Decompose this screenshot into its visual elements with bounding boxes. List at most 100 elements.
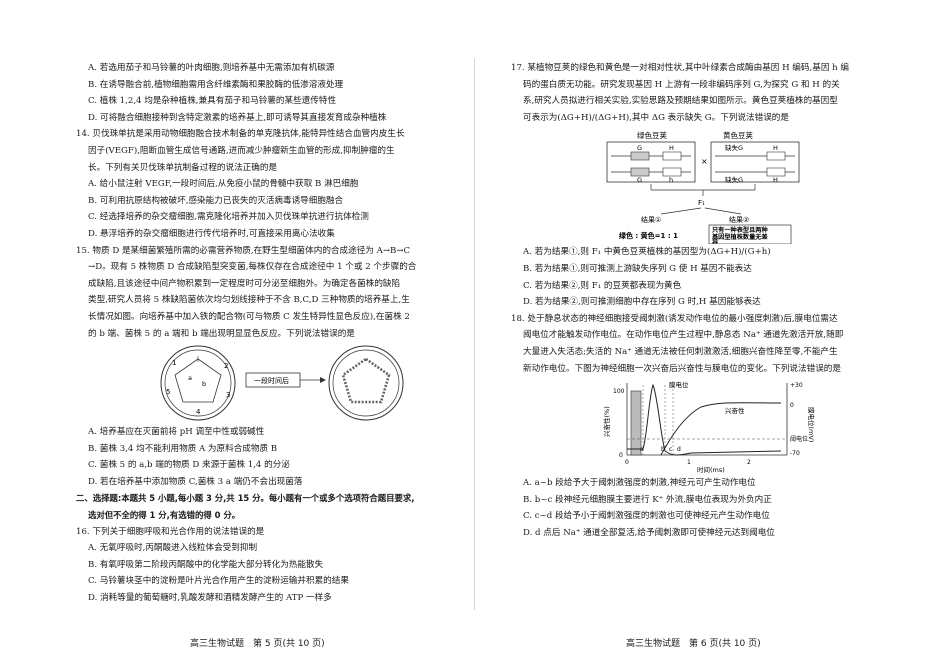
x-axis-label: 时间(ms) — [697, 465, 725, 474]
strain-label-5: 5 — [166, 388, 170, 396]
q15-stem-line3: 成缺陷,且该途径中间产物积累到一定程度时可分泌至细胞外。为确定各菌株的缺陷 — [88, 278, 401, 289]
yellow-pod-title: 黄色豆荚 — [723, 130, 753, 140]
q15-stem-line5: 长情况如图。向培养基中加入铁的配合物(可与物质 C 发生特异性显色反应),在菌株… — [88, 311, 410, 322]
excitability-bar — [630, 390, 642, 456]
strain-label-1: 1 — [172, 359, 176, 367]
yellow-missing-G-bottom: 缺失G — [725, 175, 743, 184]
right-column: 17. 某植物豆荚的绿色和黄色是一对相对性状,其中叶绿素合成酶由基因 H 编码,… — [511, 60, 887, 542]
q18-option-a: A. a~b 段给予大于阈刺激强度的刺激,神经元可产生动作电位 — [523, 478, 756, 489]
result2-line1: 只有一种表型且两种 — [712, 226, 768, 234]
left-column: A. 若选用茄子和马铃薯的叶肉细胞,则培养基中无需添加有机碳源 B. 在诱导融合… — [76, 60, 448, 607]
q16-option-d: D. 消耗等量的葡萄糖时,乳酸发酵和酒精发酵产生的 ATP 一样多 — [88, 593, 332, 604]
end-label-b: b — [202, 380, 206, 388]
yellow-gene-H-top: H — [773, 144, 778, 152]
section2-heading-line1: 二、选择题:本题共 5 小题,每小题 3 分,共 15 分。每小题有一个或多个选… — [76, 493, 415, 504]
green-pod-title: 绿色豆荚 — [637, 130, 667, 140]
x-tick-1: 1 — [687, 459, 691, 466]
membrane-potential-curve — [627, 383, 782, 456]
q18-option-d: D. d 点后 Na⁺ 通道全部复活,给予阈刺激即可使神经元达到阈电位 — [523, 527, 775, 538]
q16-option-b: B. 有氧呼吸第二阶段丙酮酸中的化学能大部分转化为热能散失 — [88, 559, 324, 570]
green-gene-G-bottom: G — [637, 176, 642, 184]
page-footer-left: 高三生物试题 第 5 页(共 10 页) — [190, 639, 325, 649]
result2-label: 结果② — [729, 215, 749, 224]
q17-cross-figure: 绿色豆荚 黄色豆荚 G H G h × 缺失G H 缺失G H F₁ 结果① — [606, 130, 800, 245]
arrow-label: 一段时间后 — [254, 376, 289, 385]
page-footer-right: 高三生物试题 第 6 页(共 10 页) — [626, 639, 761, 649]
ratio-text: 绿色 : 黄色=1 : 1 — [619, 231, 678, 240]
point-c: c — [669, 446, 672, 453]
q14-option-d: D. 悬浮培养的杂交瘤细胞进行传代培养时,可直接采用离心法收集 — [88, 228, 335, 239]
q13-option-c: C. 植株 1,2,4 均是杂种植株,兼具有茄子和马铃薯的某些遗传特性 — [88, 96, 337, 107]
point-b: b — [661, 446, 665, 453]
q15-option-a: A. 培养基应在灭菌前将 pH 调至中性或弱碱性 — [88, 427, 265, 438]
right-tick-threshold: 阈电位 — [790, 435, 808, 443]
column-divider — [474, 58, 475, 610]
q18-option-b: B. b~c 段神经元细胞膜主要进行 K⁺ 外流,膜电位表现为外负内正 — [523, 494, 772, 505]
q17-stem-line4: 可表示为(ΔG+H)/(ΔG+H),其中 ΔG 表示缺失 G。下列说法错误的是 — [523, 112, 789, 123]
q17-option-d: D. 若为结果②,则可推测细胞中存在序列 G 时,H 基因能够表达 — [523, 297, 761, 308]
green-gene-G-top: G — [637, 144, 642, 152]
point-d: d — [677, 446, 681, 453]
q15-stem-line4: 类型,研究人员将 5 株缺陷菌依次均匀划线接种于不含 B,C,D 三种物质的培养… — [88, 295, 410, 306]
left-axis-label: 兴奋性(%) — [602, 406, 611, 437]
result2-line2: 基因型植株数量无差 — [711, 233, 768, 241]
result1-label: 结果① — [641, 215, 661, 224]
q14-stem-line1: 14. 贝伐珠单抗是采用动物细胞融合技术制备的单克隆抗体,能特异性结合血管内皮生… — [76, 129, 405, 140]
q14-option-c: C. 经选择培养的杂交瘤细胞,需克隆化培养并加入贝伐珠单抗进行抗体检测 — [88, 212, 369, 223]
right-axis-label: 膜电位(mV) — [807, 407, 816, 442]
strain-label-4: 4 — [196, 408, 201, 416]
legend-membrane: 膜电位 — [669, 380, 689, 389]
x-tick-2: 2 — [747, 459, 751, 466]
q17-option-b: B. 若为结果①,则可推测上游缺失序列 G 使 H 基因不能表达 — [523, 263, 752, 274]
yellow-gene-H-bottom: H — [773, 176, 778, 184]
q17-stem-line1: 17. 某植物豆荚的绿色和黄色是一对相对性状,其中叶绿素合成酶由基因 H 编码,… — [511, 63, 850, 73]
green-gene-H: H — [669, 144, 674, 152]
q15-option-b: B. 菌株 3,4 均不能利用物质 A 为原料合成物质 B — [88, 443, 278, 454]
q17-stem-line3: 系,研究人员拟进行相关实验,实验思路及预期结果如图所示。黄色豆荚植株的基因型 — [523, 96, 838, 107]
left-tick-0: 0 — [619, 452, 623, 459]
q18-stem-line4: 新动作电位。下图为神经细胞一次兴奋后兴奋性与膜电位的变化。下列说法错误的是 — [523, 363, 841, 374]
petri-dish-after — [328, 345, 404, 421]
yellow-missing-G-top: 缺失G — [725, 143, 743, 152]
q18-stem-line1: 18. 处于静息状态的神经细胞接受阈刺激(诱发动作电位的最小强度刺激)后,膜电位… — [511, 313, 838, 324]
q16-option-a: A. 无氧呼吸时,丙酮酸进入线粒体会受到抑制 — [88, 543, 258, 554]
q15-option-c: C. 菌株 5 的 a,b 端的物质 D 来源于菌株 1,4 的分泌 — [88, 460, 290, 471]
left-tick-100: 100 — [613, 388, 625, 395]
q14-option-b: B. 可利用抗原结构被破坏,感染能力已丧失的灭活病毒诱导细胞融合 — [88, 195, 344, 206]
q15-option-d: D. 若在培养基中添加物质 C,菌株 3 a 端仍不会出现菌落 — [88, 476, 303, 487]
green-genotype-box — [606, 141, 696, 183]
right-tick-plus30: +30 — [790, 382, 803, 389]
q18-option-c: C. c~d 段给予小于阈刺激强度的刺激也可使神经元产生动作电位 — [523, 511, 770, 522]
q16-option-c: C. 马铃薯块茎中的淀粉是叶片光合作用产生的淀粉运输并积累的结果 — [88, 576, 349, 587]
q18-action-potential-figure: 兴奋性(%) 膜电位(mV) 100 0 +30 0 阈电位 -70 膜电位 兴… — [602, 380, 816, 474]
petri-dish-before — [160, 345, 236, 421]
excitability-curve — [660, 402, 782, 456]
q17-stem-line2: 码的蛋白质无功能。研究发现基因 H 上游有一段非编码序列 G,为探究 G 和 H… — [523, 79, 840, 90]
end-label-a: a — [188, 374, 192, 382]
green-gene-h: h — [669, 176, 673, 184]
right-tick-0: 0 — [790, 402, 794, 409]
section2-heading-line2: 选对但不全的得 1 分,有选错的得 0 分。 — [88, 510, 241, 521]
right-tick-minus70: -70 — [790, 450, 800, 457]
point-a: a — [640, 446, 644, 453]
q16-stem: 16. 下列关于细胞呼吸和光合作用的说法错误的是 — [76, 526, 265, 537]
q13-option-a: A. 若选用茄子和马铃薯的叶肉细胞,则培养基中无需添加有机碳源 — [88, 63, 335, 73]
q18-stem-line2: 阈电位才能触发动作电位。在动作电位产生过程中,静息态 Na⁺ 通道先激活开放,随… — [523, 330, 844, 341]
q15-petri-dish-figure: 1 2 3 4 5 a b 一段时间后 — [160, 345, 404, 421]
q14-option-a: A. 给小鼠注射 VEGF,一段时间后,从免疫小鼠的骨髓中获取 B 淋巴细胞 — [88, 179, 359, 190]
q15-stem-line6: 的 b 端、菌株 5 的 a 端和 b 端出现明显显色反应。下列说法错误的是 — [88, 328, 355, 339]
q14-stem-line2: 因子(VEGF),阻断血管生成信号通路,进而减少肿瘤新生血管的形成,抑制肿瘤的生 — [88, 145, 395, 156]
f1-label: F₁ — [698, 199, 705, 207]
q15-stem-line2: →D。现有 5 株物质 D 合成缺陷型突变菌,每株仅存在合成途径中 1 个或 2… — [88, 262, 417, 273]
q17-option-c: C. 若为结果②,则 F₁ 的豆荚都表现为黄色 — [523, 280, 682, 291]
q15-stem-line1: 15. 物质 D 是某细菌繁殖所需的必需营养物质,在野生型细菌体内的合成途径为 … — [76, 245, 411, 256]
x-tick-0: 0 — [625, 459, 629, 466]
q14-stem-line3: 长。下列有关贝伐珠单抗制备过程的说法正确的是 — [88, 162, 278, 173]
yellow-genotype-box — [710, 141, 800, 183]
q18-stem-line3: 大量进入失活态;失活的 Na⁺ 通道无法被任何刺激激活,细胞兴奋性降至零,不能产… — [523, 346, 838, 357]
result2-line3: 异 — [712, 238, 719, 244]
q13-option-b: B. 在诱导融合前,植物细胞需用含纤维素酶和果胶酶的低渗溶液处理 — [88, 79, 344, 90]
cross-symbol: × — [701, 157, 708, 166]
q17-option-a: A. 若为结果①,则 F₁ 中黄色豆荚植株的基因型为(ΔG+H)/(G+h) — [523, 247, 771, 258]
strain-label-3: 3 — [226, 391, 230, 399]
